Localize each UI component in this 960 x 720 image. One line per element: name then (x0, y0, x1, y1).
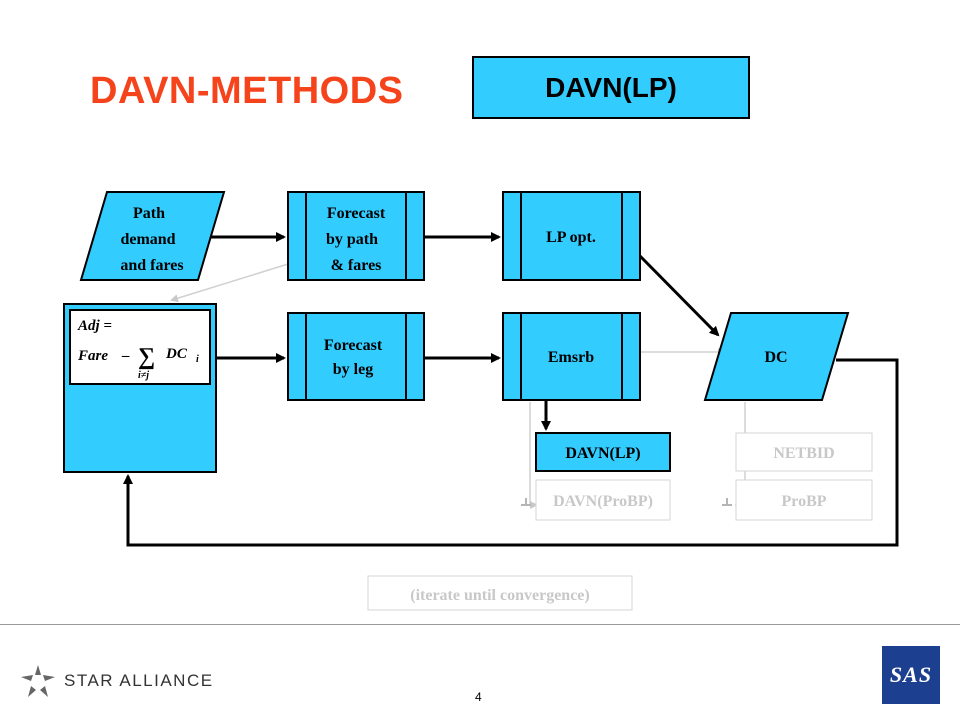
arrow-feedback-loop (123, 358, 899, 547)
netbid-label: NETBID (773, 445, 834, 462)
davn-probp-node: DAVN(ProBP) (535, 479, 671, 521)
davn-probp-label: DAVN(ProBP) (553, 493, 653, 510)
forecast-by-leg-node: Forecast by leg (287, 312, 425, 401)
method-header-box: DAVN(LP) (472, 56, 750, 119)
dc-node: DC (703, 312, 850, 401)
formula-sigma: ∑ (138, 344, 155, 370)
forecast-path-line2: by path (326, 231, 378, 248)
lp-opt-label: LP opt. (546, 229, 596, 246)
star-alliance-text: STAR ALLIANCE (64, 671, 214, 690)
probp-label: ProBP (781, 493, 826, 510)
page-number: 4 (475, 690, 482, 704)
dc-label: DC (764, 349, 787, 366)
lp-opt-node: LP opt. (502, 191, 641, 281)
path-demand-line2: demand (120, 231, 175, 248)
path-demand-line3: and fares (120, 257, 183, 274)
adjustment-node: Adj = Fare – ∑ i≠j DC i (63, 303, 217, 473)
iterate-note: (iterate until convergence) (367, 575, 633, 611)
emsrb-label: Emsrb (548, 349, 594, 366)
forecast-by-path-node: Forecast by path & fares (287, 191, 425, 281)
sas-logo: SAS (882, 646, 940, 704)
forecast-leg-line1: Forecast (324, 337, 383, 354)
footer-divider (0, 624, 960, 625)
iterate-label: (iterate until convergence) (410, 587, 589, 604)
dim-ground-marks (521, 498, 732, 506)
star-alliance-logo: STAR ALLIANCE (20, 664, 214, 698)
formula-fare: Fare (77, 348, 108, 364)
path-demand-node: Path demand and fares (79, 191, 226, 281)
flow-arrows (123, 232, 899, 547)
flow-diagram: Path demand and fares Forecast by path &… (63, 191, 899, 611)
formula-sub-ij: i≠j (138, 370, 149, 381)
forecast-leg-line2: by leg (333, 361, 373, 378)
forecast-path-line3: & fares (331, 257, 382, 274)
netbid-node: NETBID (735, 432, 873, 472)
formula-sub-i: i (196, 354, 199, 365)
davn-lp-label: DAVN(LP) (565, 445, 640, 462)
emsrb-node: Emsrb (502, 312, 641, 401)
formula-adj: Adj = (77, 318, 112, 334)
probp-node: ProBP (735, 479, 873, 521)
sas-logo-text: SAS (889, 662, 933, 687)
forecast-path-line1: Forecast (327, 205, 386, 222)
formula-minus: – (121, 348, 130, 364)
arrow-lp-to-dc (638, 254, 720, 337)
star-alliance-icon (21, 665, 55, 697)
slide-title: DAVN-METHODS (90, 70, 404, 112)
davn-lp-node: DAVN(LP) (535, 432, 671, 472)
formula-dc: DC (165, 346, 188, 362)
path-demand-line1: Path (133, 205, 165, 222)
